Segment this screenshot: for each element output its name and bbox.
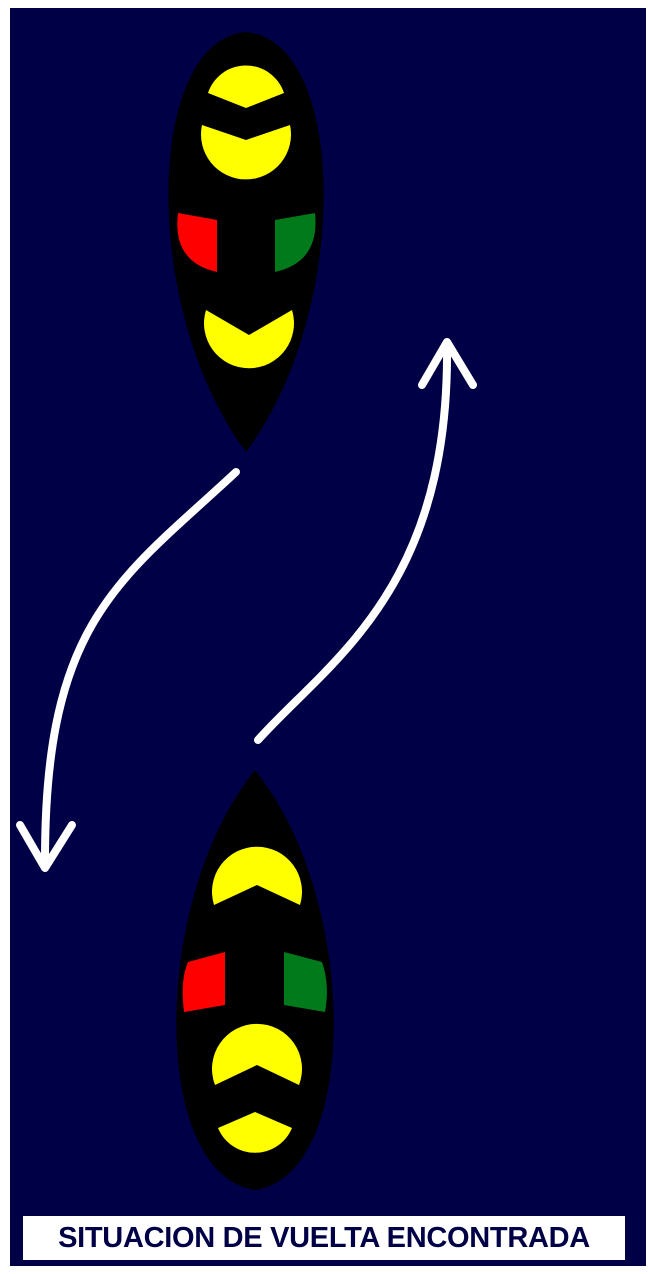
diagram-caption: SITUACION DE VUELTA ENCONTRADA xyxy=(23,1216,625,1260)
